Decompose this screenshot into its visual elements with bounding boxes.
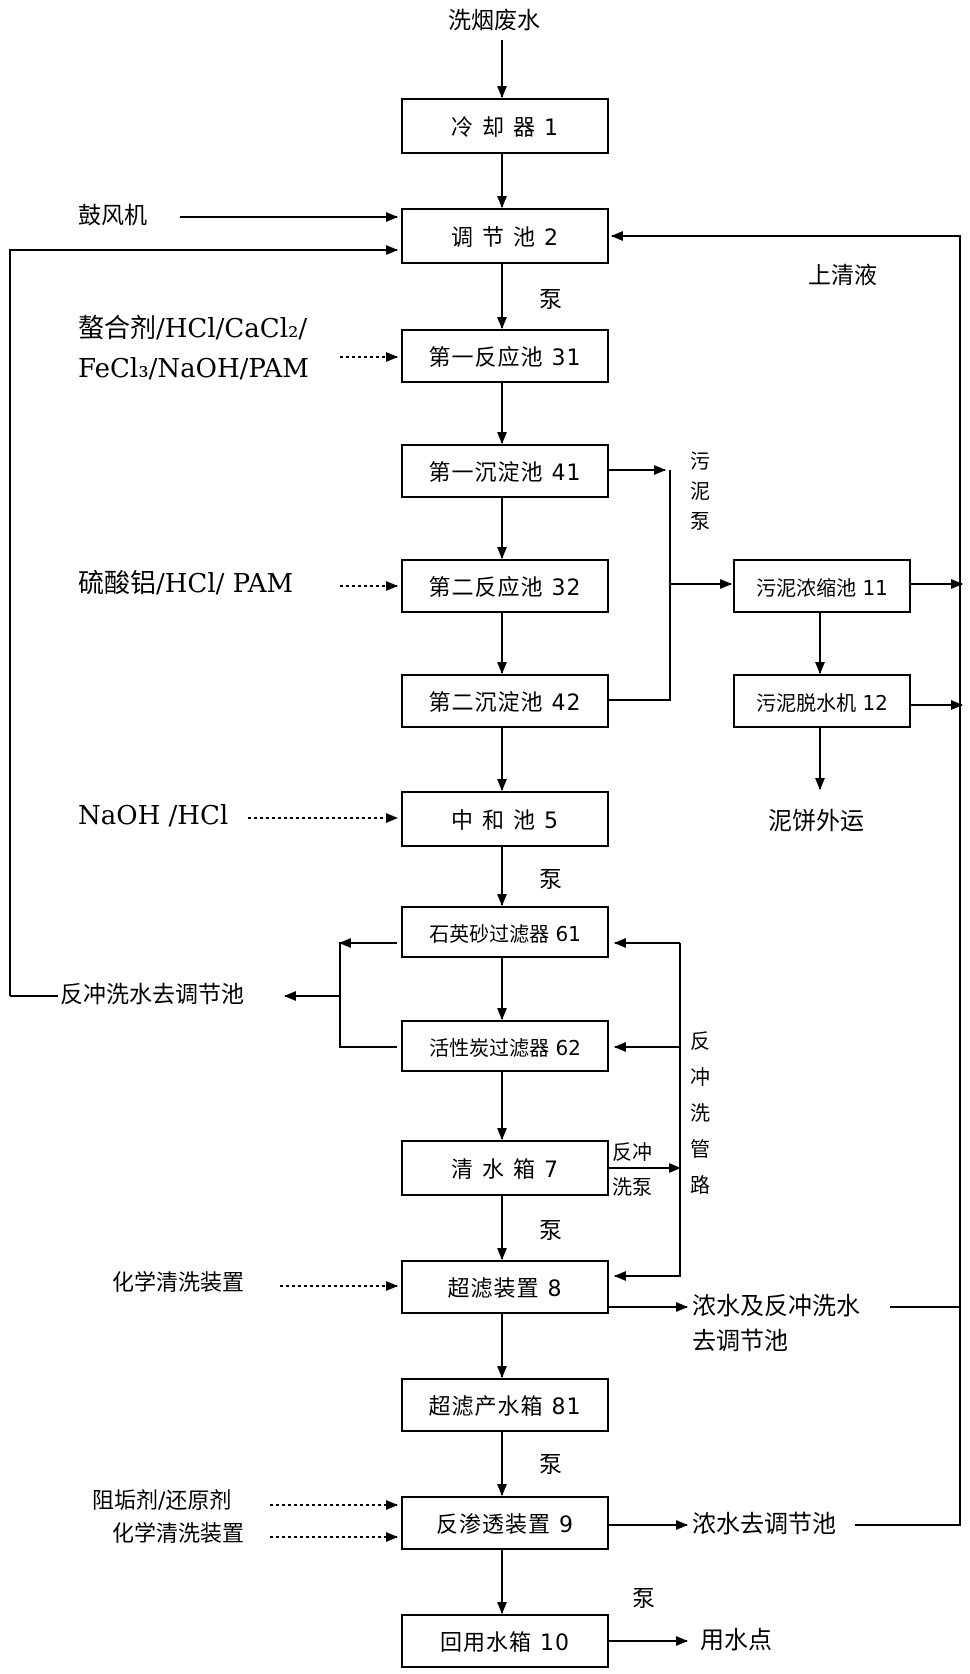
node-neutralization-tank: 中 和 池 5: [401, 791, 609, 847]
backwash-return-line: [9, 245, 398, 996]
node-sludge-thickener: 污泥浓缩池 11: [733, 559, 911, 613]
backwash-pipe-char: 反: [690, 1029, 710, 1053]
node-carbon-filter: 活性炭过滤器 62: [401, 1020, 609, 1072]
node-cooler: 冷 却 器 1: [401, 98, 609, 154]
sludge-pump-char: 泥: [690, 479, 710, 503]
pump-label-3: 泵: [539, 1218, 562, 1244]
filter-backwash-left: [339, 942, 397, 1048]
backwash-pump-line1: 反冲: [612, 1140, 652, 1164]
backwash-pipe-char: 洗: [690, 1101, 710, 1125]
sludge-pump-label: 污 泥 泵: [688, 446, 712, 536]
reagents-1-line1: 螯合剂/HCl/CaCl₂/: [78, 314, 308, 344]
right-return-line: [611, 231, 961, 1526]
sludge-line-settling2: [609, 470, 671, 701]
pump-label-4: 泵: [539, 1452, 562, 1478]
node-quartz-filter: 石英砂过滤器 61: [401, 906, 609, 958]
node-reaction-tank-2: 第二反应池 32: [401, 559, 609, 613]
backwash-to-tank-label: 反冲洗水去调节池: [60, 982, 244, 1008]
sludge-cake-label: 泥饼外运: [768, 807, 864, 835]
node-sludge-dewatering: 污泥脱水机 12: [733, 674, 911, 728]
node-settling-tank-2: 第二沉淀池 42: [401, 674, 609, 728]
backwash-pipe-char: 冲: [690, 1065, 710, 1089]
uf-reject-line2: 去调节池: [692, 1327, 788, 1355]
backwash-pipe-main: [614, 943, 681, 1281]
node-ultrafiltration: 超滤装置 8: [401, 1260, 609, 1314]
reagents-1-line2: FeCl₃/NaOH/PAM: [78, 354, 309, 384]
backwash-pipe-label: 反 冲 洗 管 路: [688, 1023, 712, 1203]
reagents-2-label: 硫酸铝/HCl/ PAM: [78, 569, 294, 599]
pump-label-5: 泵: [632, 1586, 655, 1612]
antiscalant-label: 阻垢剂/还原剂: [92, 1489, 232, 1514]
pump-label-1: 泵: [539, 287, 562, 313]
node-clear-water-tank: 清 水 箱 7: [401, 1140, 609, 1196]
backwash-pipe-char: 管: [690, 1137, 710, 1161]
uf-reject-line1: 浓水及反冲洗水: [692, 1292, 860, 1320]
pump-label-2: 泵: [539, 867, 562, 893]
chem-clean-2-label: 化学清洗装置: [112, 1522, 245, 1547]
chem-clean-1-label: 化学清洗装置: [112, 1271, 245, 1296]
node-uf-product-tank: 超滤产水箱 81: [401, 1378, 609, 1432]
node-reaction-tank-1: 第一反应池 31: [401, 329, 609, 383]
node-regulating-tank: 调 节 池 2: [401, 208, 609, 264]
blower-label: 鼓风机: [78, 203, 147, 229]
use-point-label: 用水点: [700, 1626, 772, 1654]
sludge-pump-char: 泵: [690, 509, 710, 533]
reagents-3-label: NaOH /HCl: [78, 801, 229, 831]
supernatant-label: 上清液: [808, 263, 877, 289]
node-settling-tank-1: 第一沉淀池 41: [401, 444, 609, 498]
node-reuse-tank: 回用水箱 10: [401, 1614, 609, 1668]
backwash-pipe-char: 路: [690, 1173, 710, 1197]
backwash-pump-line2: 洗泵: [612, 1175, 652, 1199]
node-reverse-osmosis: 反渗透装置 9: [401, 1496, 609, 1550]
sludge-pump-char: 污: [690, 449, 710, 473]
ro-reject-label: 浓水去调节池: [692, 1510, 836, 1538]
input-label: 洗烟废水: [448, 8, 540, 34]
